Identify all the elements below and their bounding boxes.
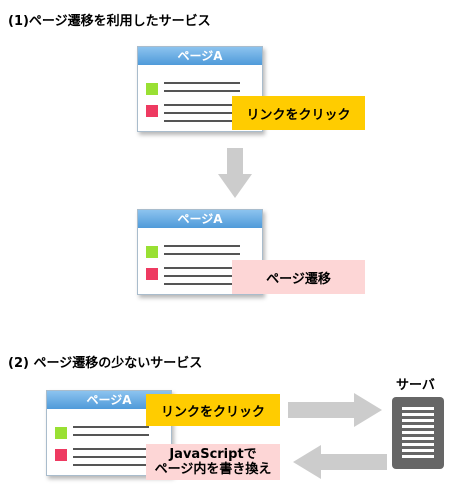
green-square-icon bbox=[146, 246, 158, 258]
text-line bbox=[73, 456, 149, 458]
js-rewrite-callout: JavaScriptで ページ内を書き換え bbox=[146, 444, 280, 480]
pink-square-icon bbox=[146, 268, 158, 280]
server-icon bbox=[392, 397, 444, 469]
green-square-icon bbox=[55, 427, 67, 439]
click-link-callout-2: リンクをクリック bbox=[146, 394, 280, 426]
green-square-icon bbox=[146, 83, 158, 95]
page-window-1: ページA bbox=[137, 46, 263, 132]
text-line bbox=[73, 464, 149, 466]
pink-square-icon bbox=[55, 449, 67, 461]
text-line bbox=[164, 283, 240, 285]
text-line bbox=[73, 448, 149, 450]
down-arrow-icon bbox=[218, 148, 252, 198]
text-line bbox=[164, 245, 240, 247]
server-slot bbox=[402, 437, 434, 440]
page-title: ページA bbox=[138, 47, 262, 65]
click-link-callout: リンクをクリック bbox=[232, 96, 365, 130]
page-transition-callout: ページ遷移 bbox=[232, 260, 365, 294]
text-line bbox=[164, 82, 240, 84]
js-rewrite-line2: ページ内を書き換え bbox=[154, 462, 272, 477]
page-title: ページA bbox=[138, 210, 262, 228]
server-slot bbox=[402, 407, 434, 410]
text-line bbox=[164, 267, 240, 269]
text-line bbox=[164, 112, 240, 114]
server-slot bbox=[402, 449, 434, 452]
server-slot bbox=[402, 425, 434, 428]
js-rewrite-line1: JavaScriptで bbox=[169, 447, 257, 462]
text-line bbox=[164, 275, 240, 277]
server-slot bbox=[402, 419, 434, 422]
text-line bbox=[164, 104, 240, 106]
right-arrow-icon bbox=[288, 393, 382, 427]
server-label: サーバ bbox=[396, 378, 435, 393]
text-line bbox=[73, 426, 149, 428]
text-line bbox=[164, 253, 240, 255]
text-line bbox=[164, 120, 240, 122]
page-window-2: ページA bbox=[137, 209, 263, 295]
left-arrow-icon bbox=[293, 445, 387, 479]
section2-heading: (2) ページ遷移の少ないサービス bbox=[8, 356, 203, 371]
server-slot bbox=[402, 431, 434, 434]
text-line bbox=[164, 90, 240, 92]
server-slot bbox=[402, 455, 434, 458]
server-slot bbox=[402, 443, 434, 446]
section1-heading: (1)ページ遷移を利用したサービス bbox=[8, 14, 211, 29]
server-slot bbox=[402, 413, 434, 416]
page-title: ページA bbox=[47, 391, 171, 409]
text-line bbox=[73, 434, 149, 436]
pink-square-icon bbox=[146, 105, 158, 117]
